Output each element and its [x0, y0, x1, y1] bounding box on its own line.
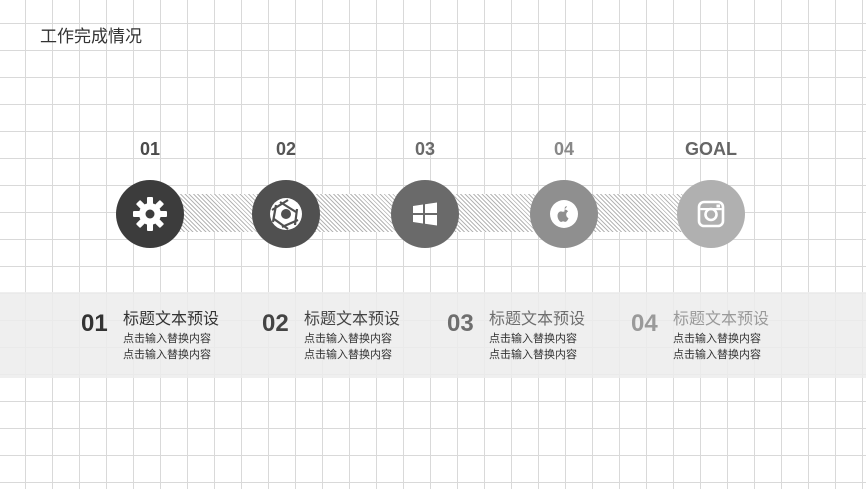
apple-icon: [550, 200, 578, 228]
step-circle: [530, 180, 598, 248]
step-circle: [252, 180, 320, 248]
step-label: 03: [414, 139, 436, 159]
windows-icon: [413, 202, 437, 226]
card-text-line: 点击输入替换内容: [673, 348, 761, 361]
card-text-line: 点击输入替换内容: [489, 348, 577, 361]
instagram-icon: [697, 200, 725, 228]
card-text-line: 点击输入替换内容: [304, 348, 392, 361]
gear-icon: [133, 197, 167, 231]
timeline-step-goal: GOAL: [671, 138, 751, 248]
timeline-step-02: 02: [246, 138, 326, 248]
step-label: GOAL: [685, 139, 737, 159]
step-circle: [391, 180, 459, 248]
step-label: 01: [139, 139, 161, 159]
card-title: 标题文本预设: [673, 309, 770, 328]
timeline-step-01: 01: [110, 138, 190, 248]
card-number: 04: [631, 310, 658, 337]
timeline-step-04: 04: [524, 138, 604, 248]
step-label: 04: [553, 139, 575, 159]
card-title: 标题文本预设: [304, 309, 401, 328]
step-circle: [677, 180, 745, 248]
card-text-line: 点击输入替换内容: [673, 332, 761, 345]
card-text-line: 点击输入替换内容: [123, 332, 211, 345]
card-number: 01: [81, 310, 108, 337]
aperture-icon: [270, 198, 302, 230]
page-title: 工作完成情况: [40, 27, 142, 47]
card-text-line: 点击输入替换内容: [123, 348, 211, 361]
card-title: 标题文本预设: [123, 309, 220, 328]
card-text-line: 点击输入替换内容: [489, 332, 577, 345]
step-circle: [116, 180, 184, 248]
card-text-line: 点击输入替换内容: [304, 332, 392, 345]
card-number: 02: [262, 310, 289, 337]
card-title: 标题文本预设: [489, 309, 586, 328]
card-number: 03: [447, 310, 474, 337]
step-label: 02: [275, 139, 297, 159]
timeline-step-03: 03: [385, 138, 465, 248]
info-band: [0, 292, 866, 378]
